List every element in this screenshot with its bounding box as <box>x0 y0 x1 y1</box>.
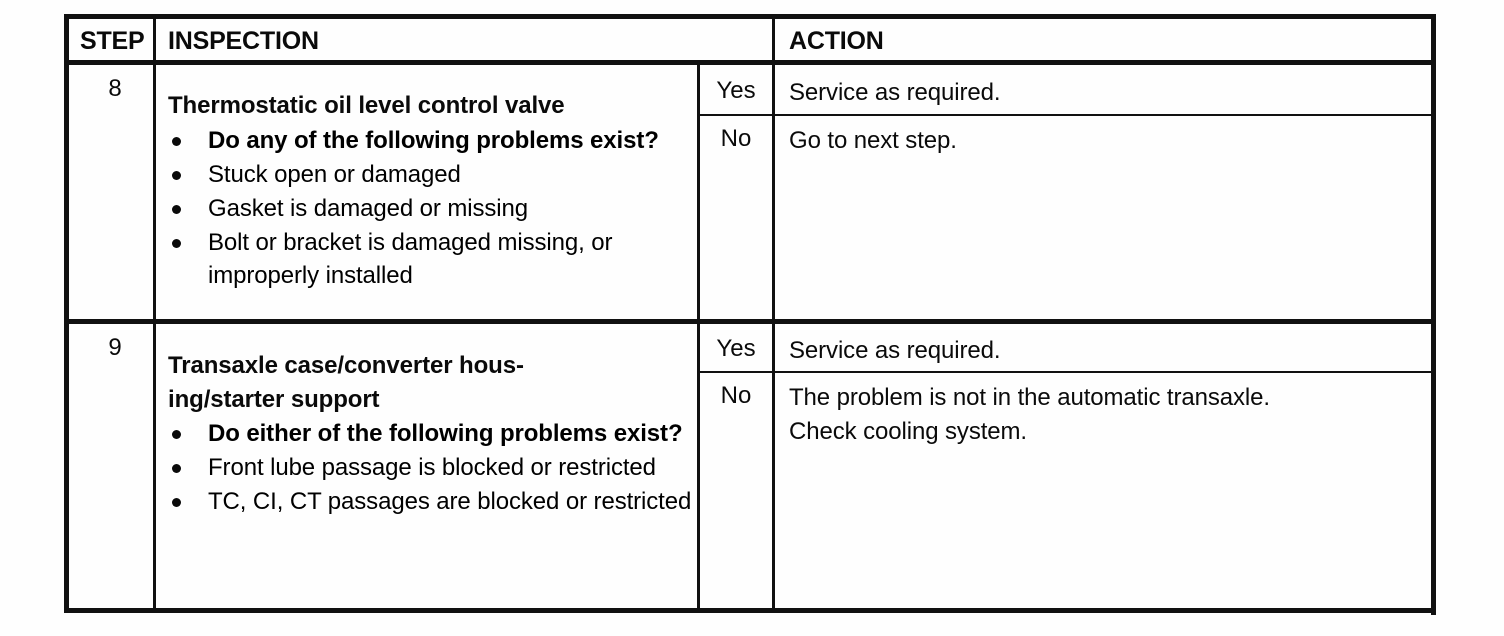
column-divider-inspection <box>697 60 700 612</box>
list-item: TC, CI, CT passages are blocked or restr… <box>160 485 695 518</box>
column-divider-result <box>772 14 775 612</box>
table-border-right <box>1431 14 1436 615</box>
column-divider-step <box>153 14 156 612</box>
result-label-no: No <box>720 125 752 152</box>
list-item-label: Bolt or bracket is damaged missing, or i… <box>208 229 613 289</box>
list-item: Bolt or bracket is damaged missing, or i… <box>160 226 695 292</box>
list-item-label: Stuck open or damaged <box>208 161 461 188</box>
result-divider-row8 <box>697 114 1436 116</box>
list-item-label: Do any of the following problems exist? <box>208 127 659 154</box>
inspection-title-line1: Transaxle case/converter hous- <box>168 352 524 379</box>
table-border-bottom <box>64 608 1436 613</box>
list-item-label: Front lube passage is blocked or restric… <box>208 454 656 481</box>
bullet-icon <box>172 430 181 439</box>
bullet-icon <box>172 137 181 146</box>
list-item-label: Gasket is damaged or missing <box>208 195 529 222</box>
inspection-bullet-list: Do any of the following problems exist? … <box>160 124 695 293</box>
header-inspection: INSPECTION <box>168 27 319 55</box>
list-item-label: TC, CI, CT passages are blocked or restr… <box>208 488 692 515</box>
inspection-title-line2: ing/starter support <box>168 386 380 413</box>
list-item: Front lube passage is blocked or restric… <box>160 451 695 484</box>
result-label-yes: Yes <box>716 77 756 104</box>
result-label-yes: Yes <box>716 335 756 362</box>
action-text-line2: Check cooling system. <box>789 418 1027 445</box>
action-text: Service as required. <box>789 337 1001 364</box>
bullet-icon <box>172 239 181 248</box>
header-row-divider <box>64 60 1436 65</box>
list-item-label: Do either of the following problems exis… <box>208 420 683 447</box>
result-divider-row9 <box>697 371 1436 373</box>
header-step: STEP <box>80 27 145 55</box>
header-action: ACTION <box>789 27 884 55</box>
action-text: Service as required. <box>789 79 1001 106</box>
bullet-icon <box>172 205 181 214</box>
step-number: 8 <box>108 75 122 102</box>
bullet-icon <box>172 464 181 473</box>
table-border-left <box>64 14 69 612</box>
table-border-top <box>64 14 1436 19</box>
row-divider-8-9 <box>64 319 1436 324</box>
list-item: Do either of the following problems exis… <box>160 417 695 450</box>
step-number: 9 <box>108 334 122 361</box>
inspection-bullet-list: Do either of the following problems exis… <box>160 417 695 519</box>
list-item: Gasket is damaged or missing <box>160 192 695 225</box>
bullet-icon <box>172 498 181 507</box>
list-item: Do any of the following problems exist? <box>160 124 695 157</box>
bullet-icon <box>172 171 181 180</box>
action-text-line1: The problem is not in the automatic tran… <box>789 384 1270 411</box>
inspection-title: Thermostatic oil level control valve <box>168 92 565 119</box>
result-label-no: No <box>720 382 752 409</box>
action-text: Go to next step. <box>789 127 957 154</box>
list-item: Stuck open or damaged <box>160 158 695 191</box>
